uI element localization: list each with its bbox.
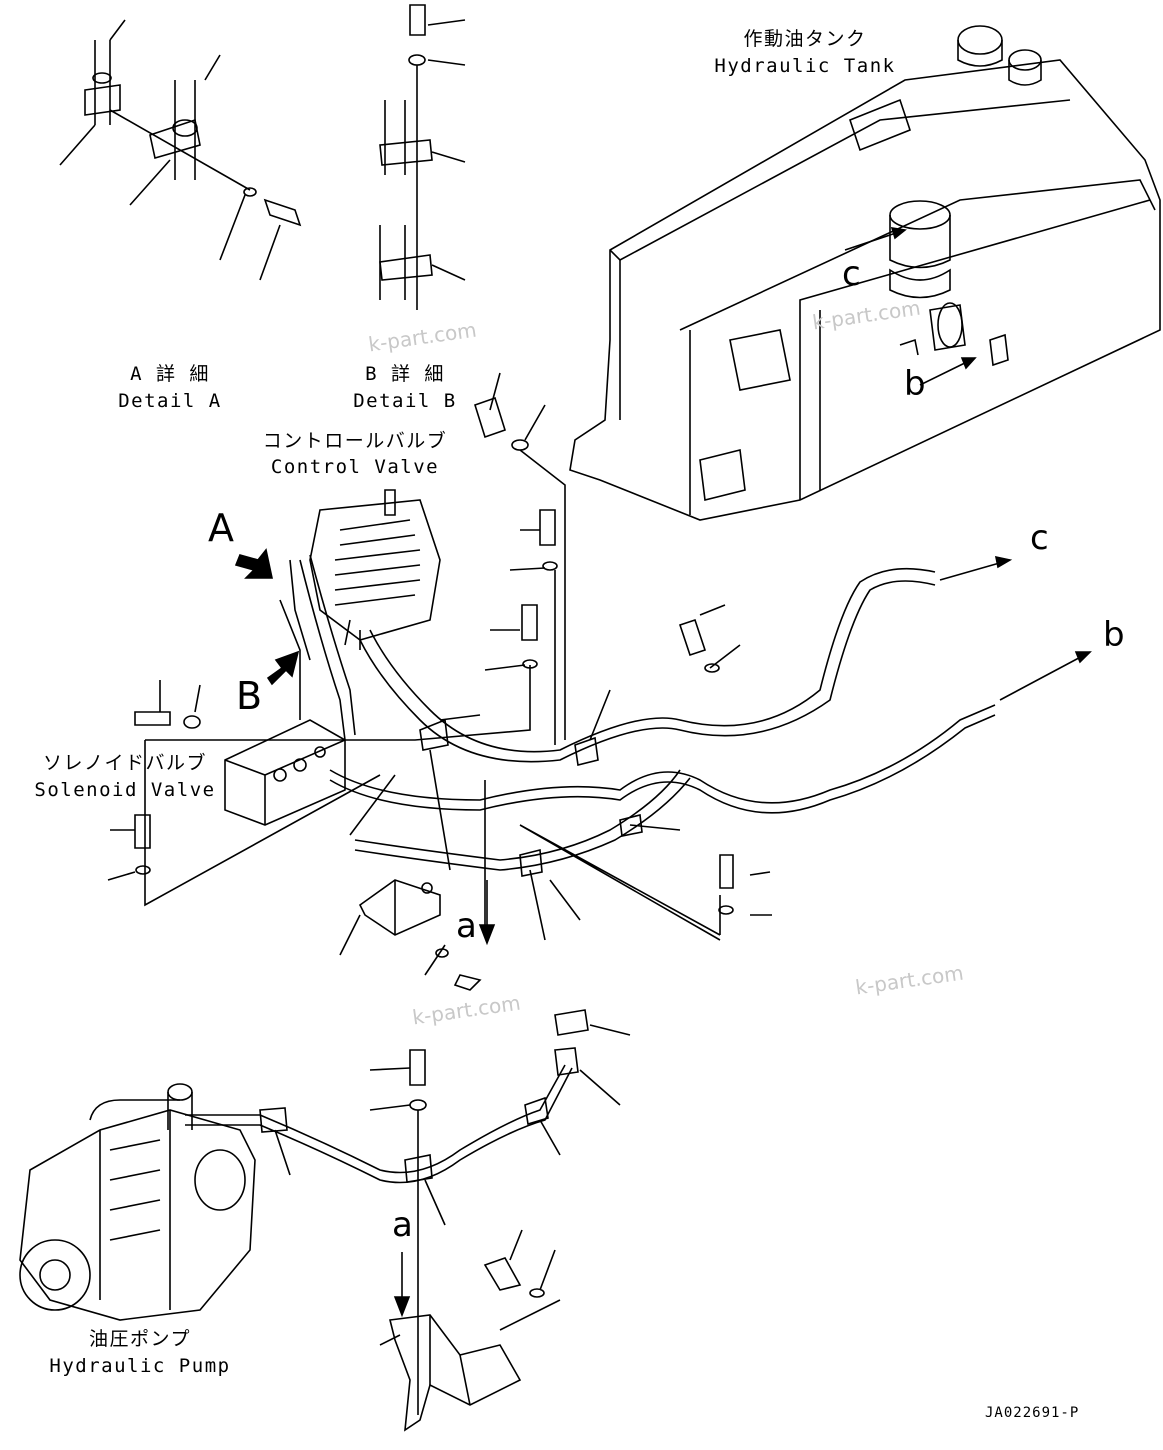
callout-b-right: b xyxy=(1103,615,1125,655)
hydraulic-pump-drawing xyxy=(19,1083,256,1321)
bracket-lower xyxy=(389,1299,561,1432)
hydraulic-pump-label-jp: 油圧ポンプ xyxy=(89,1328,191,1350)
detail-a-drawing xyxy=(59,19,302,281)
pump-clamps xyxy=(259,1009,589,1298)
detail-b-drawing xyxy=(379,4,466,310)
solenoid-valve-label-en: Solenoid Valve xyxy=(34,779,216,801)
callout-a-lower: a xyxy=(392,1205,413,1245)
detail-b-label-en: Detail B xyxy=(353,390,457,412)
callout-a-upper: a xyxy=(456,906,477,946)
callout-c-tank: c xyxy=(842,254,861,294)
hose-lines xyxy=(279,554,996,871)
callout-c-right: c xyxy=(1030,518,1049,558)
pump-hose-outer xyxy=(185,1067,573,1184)
control-valve-label-jp: コントロールバルブ xyxy=(262,430,448,452)
callout-A: A xyxy=(208,506,234,550)
bracket-upper xyxy=(339,879,482,991)
arrow-A xyxy=(234,548,273,579)
solenoid-valve-drawing xyxy=(224,719,346,826)
detail-a-label-jp: A 詳 細 xyxy=(130,363,210,385)
arrow-b-right xyxy=(999,651,1091,701)
drawing-number: JA022691-P xyxy=(985,1405,1080,1421)
pump-leaders xyxy=(274,1024,631,1415)
callout-B: B xyxy=(236,674,263,718)
hydraulic-tank xyxy=(569,25,1161,521)
control-valve-label-en: Control Valve xyxy=(270,456,440,478)
hydraulic-tank-label-en: Hydraulic Tank xyxy=(714,55,896,77)
detail-a-label-en: Detail A xyxy=(118,390,222,412)
clamps-bolts xyxy=(134,396,734,915)
control-valve-drawing xyxy=(289,489,441,661)
hydraulic-tank-label-jp: 作動油タンク xyxy=(743,28,867,50)
arrow-B xyxy=(266,650,300,686)
hydraulic-pump-label-en: Hydraulic Pump xyxy=(49,1355,231,1377)
callout-b-tank: b xyxy=(904,364,926,404)
leader-lines xyxy=(107,372,772,941)
detail-b-label-jp: B 詳 細 xyxy=(365,363,445,385)
pump-hose xyxy=(185,1064,566,1174)
solenoid-valve-label-jp: ソレノイドバルブ xyxy=(42,752,207,774)
